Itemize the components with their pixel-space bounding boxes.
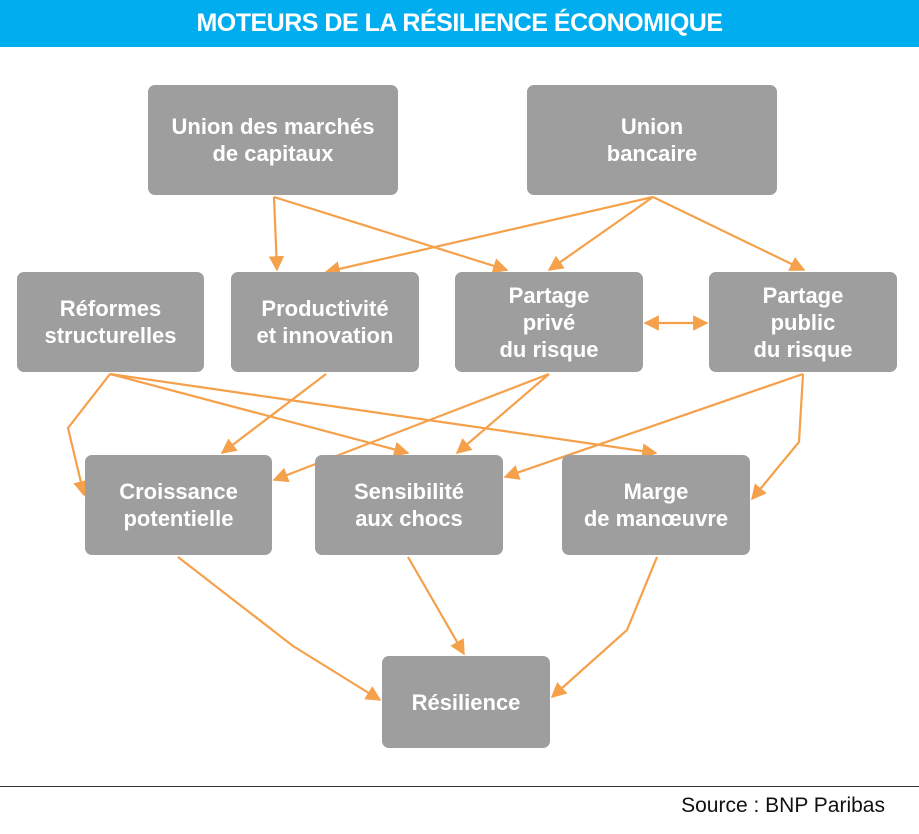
- node-croissance-potentielle: Croissance potentielle: [85, 455, 272, 555]
- node-label-line: structurelles: [44, 323, 177, 348]
- arrow-partage-public-to-marge: [751, 373, 805, 501]
- node-label-line: Réformes: [59, 296, 162, 321]
- node-sensibilite-chocs: Sensibilité aux chocs: [315, 455, 503, 555]
- arrow-reformes-to-croissance: [66, 373, 111, 497]
- node-label-line: Marge: [623, 479, 689, 504]
- node-label-line: Sensibilité: [353, 479, 465, 504]
- arrow-union-bancaire-to-partage-prive: [547, 196, 654, 271]
- node-label-line: Union: [620, 114, 684, 139]
- node-partage-public: Partage public du risque: [709, 272, 897, 372]
- node-union-bancaire: Union bancaire: [527, 85, 777, 195]
- diagram-title: MOTEURS DE LA RÉSILIENCE ÉCONOMIQUE: [0, 0, 919, 47]
- node-label-line: de capitaux: [212, 141, 334, 166]
- node-productivite-innovation: Productivité et innovation: [231, 272, 419, 372]
- arrow-union-bancaire-to-partage-public: [652, 196, 806, 271]
- node-label-line: Résilience: [411, 689, 521, 715]
- node-reformes-structurelles: Réformes structurelles: [17, 272, 204, 372]
- node-union-marches: Union des marchés de capitaux: [148, 85, 398, 195]
- node-resilience: Résilience: [382, 656, 550, 748]
- node-label-line: Productivité: [261, 296, 389, 321]
- arrow-croissance-to-resilience: [177, 556, 382, 701]
- arrow-partage-public-to-sensibilite: [503, 372, 804, 480]
- arrow-marge-to-resilience: [550, 556, 659, 699]
- node-label-line: Partage: [508, 282, 590, 308]
- node-label-line: aux chocs: [355, 506, 463, 531]
- source-note: Source : BNP Paribas: [681, 794, 885, 817]
- node-label-line: et innovation: [256, 323, 394, 348]
- arrow-productivite-to-croissance: [220, 373, 327, 454]
- arrow-union-bancaire-to-productivite: [324, 195, 654, 277]
- node-label-line: Union des marchés: [171, 114, 375, 139]
- node-label-line: du risque: [753, 336, 853, 362]
- node-label-line: du risque: [499, 336, 599, 362]
- node-label-line: privé: [522, 309, 576, 335]
- footer-divider: [0, 786, 919, 787]
- node-label-line: bancaire: [606, 141, 698, 166]
- arrow-partage-prive-to-sensibilite: [455, 373, 550, 455]
- node-label-line: potentielle: [123, 506, 234, 531]
- arrow-union-marches-to-productivite: [268, 196, 285, 272]
- node-label-line: Partage: [762, 282, 844, 308]
- arrow-sensibilite-to-resilience: [407, 556, 465, 656]
- arrow-reformes-to-marge: [109, 372, 658, 459]
- node-marge-manoeuvre: Marge de manœuvre: [562, 455, 750, 555]
- arrow-union-marches-to-partage-prive: [273, 195, 509, 274]
- node-label-line: Croissance: [119, 479, 238, 504]
- node-partage-prive: Partage privé du risque: [455, 272, 643, 372]
- node-label-line: public: [770, 309, 836, 335]
- node-label-line: de manœuvre: [583, 506, 729, 531]
- arrow-reformes-to-sensibilite: [109, 372, 410, 457]
